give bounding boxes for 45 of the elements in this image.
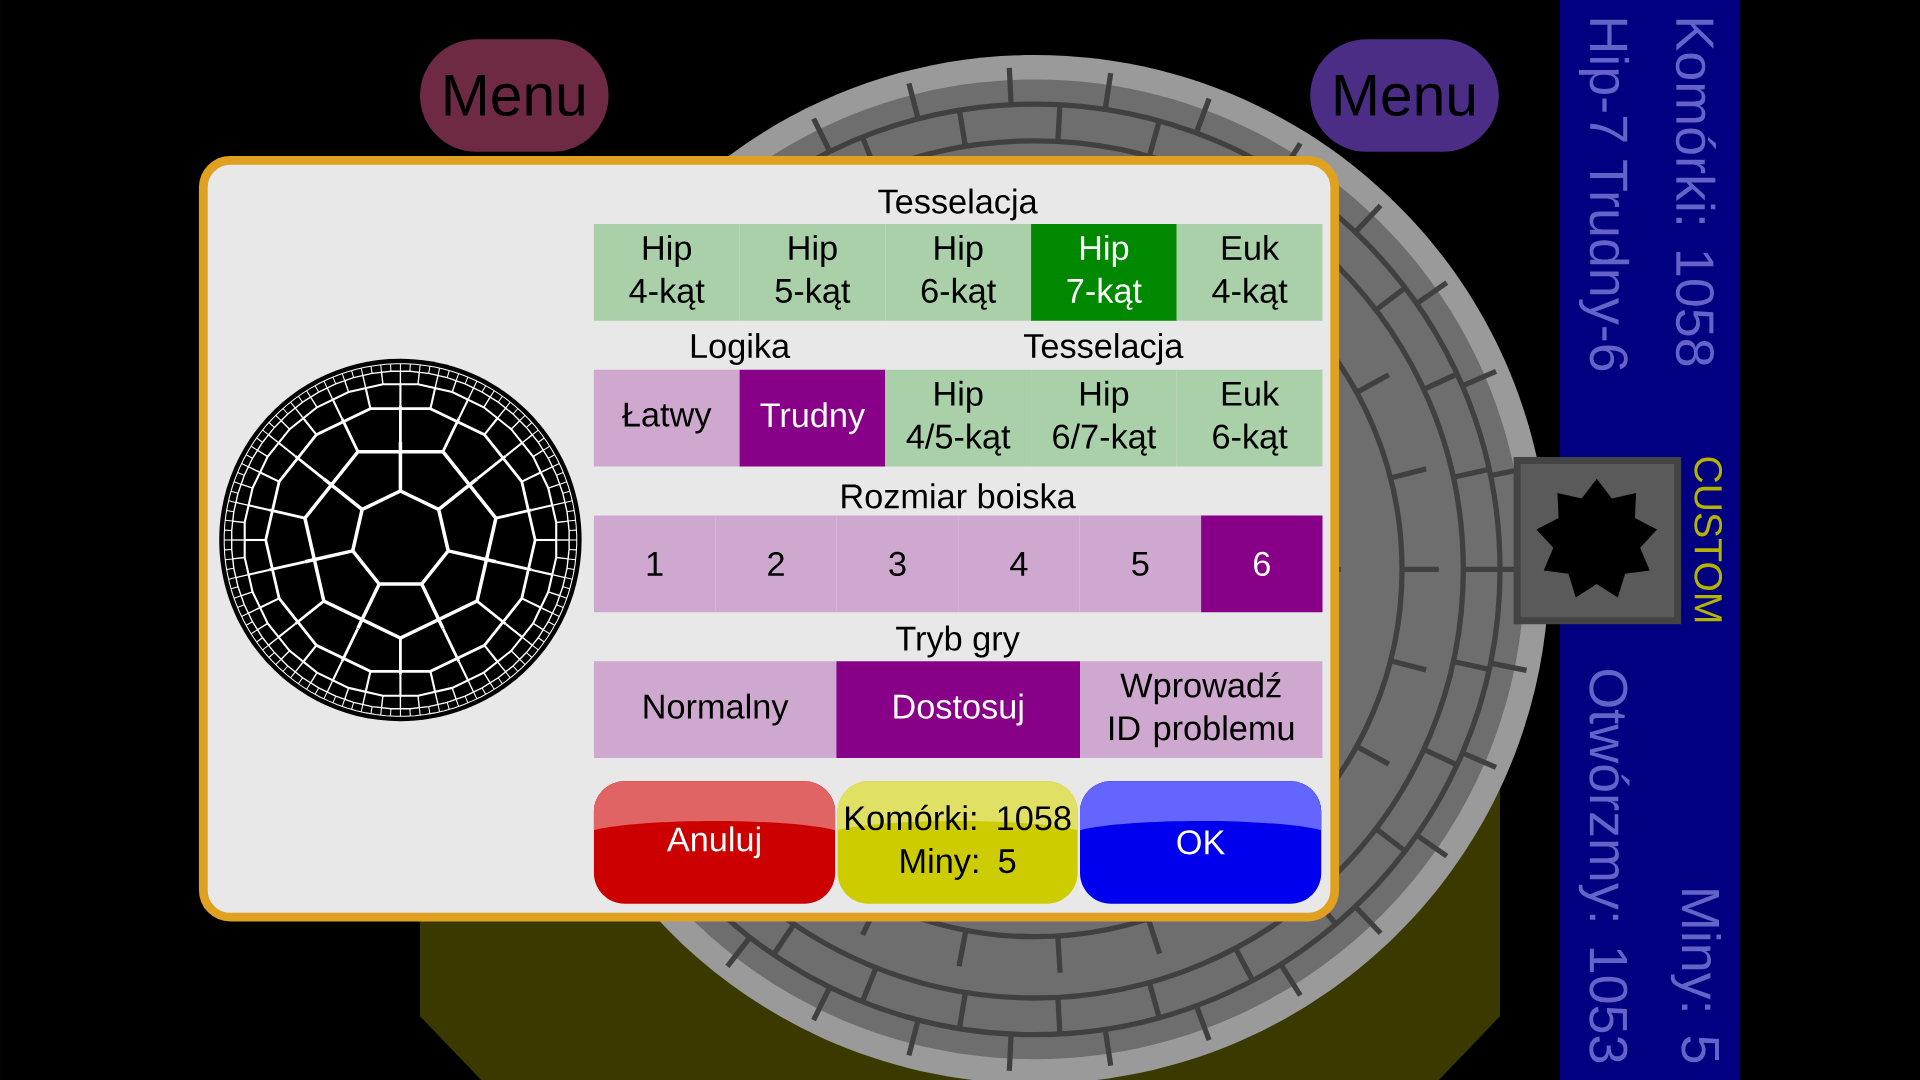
node-label: Hip 6-kąt <box>921 234 997 310</box>
node-label: Hip 5-kąt <box>775 234 851 310</box>
option-button: Normalny <box>593 661 837 758</box>
option-button: 1 <box>593 515 716 613</box>
option-button: Euk 4-kąt <box>1176 224 1323 321</box>
node-label: Hip 4-kąt <box>629 234 705 310</box>
option-button: Hip 7-kąt <box>1031 224 1177 321</box>
heading: Rozmiar boiska <box>842 483 1076 509</box>
status-text: Komórki: 1058 <box>1675 19 1716 366</box>
action-button: Komórki: 1058 Miny: 5 <box>837 781 1078 904</box>
node-label: Hip 6/7-kąt <box>1053 380 1157 456</box>
option-button: Euk 6-kąt <box>1176 369 1323 467</box>
option-button: Hip 6-kąt <box>885 224 1032 321</box>
node-label: 3 <box>889 551 906 577</box>
option-button: 6 <box>1201 515 1323 613</box>
menu-button: Menu <box>1310 39 1499 152</box>
status-text: Miny: 5 <box>1670 890 1721 1063</box>
action-button: Anuluj <box>593 781 836 904</box>
node-label: Euk 6-kąt <box>1213 380 1288 456</box>
heading: Tesselacja <box>878 188 1038 221</box>
option-button: Hip 4/5-kąt <box>885 369 1032 467</box>
node-label: 4 <box>1010 552 1028 576</box>
option-button: 3 <box>836 515 959 613</box>
menu-button: Menu <box>420 39 609 152</box>
action-button: OK <box>1080 781 1322 904</box>
option-button: 5 <box>1079 515 1201 613</box>
option-button: Trudny <box>739 369 886 467</box>
node-label: 2 <box>768 551 784 576</box>
option-button: Łatwy <box>593 369 740 467</box>
option-button: Dostosuj <box>836 661 1081 758</box>
status-text: Otwórzmy: 1053 <box>1578 669 1630 1063</box>
option-button: Hip 4-kąt <box>593 224 740 321</box>
heading: Logika <box>691 333 791 365</box>
node-label: 5 <box>1132 551 1149 576</box>
node-label: 1 <box>647 552 663 576</box>
node-label: Hip 4/5-kąt <box>906 380 1011 456</box>
status-text: Hip-7 Trudny-6 <box>1579 19 1630 371</box>
heading: Tryb gry <box>896 625 1020 658</box>
option-button: 4 <box>958 515 1080 613</box>
option-button: Wprowadź ID problemu <box>1080 661 1323 758</box>
option-button: Hip 5-kąt <box>739 224 886 321</box>
option-button: 2 <box>715 515 837 613</box>
status-text: CUSTOM <box>1694 457 1723 622</box>
heading: Tesselacja <box>1024 333 1184 365</box>
option-button: Hip 6/7-kąt <box>1031 369 1177 467</box>
